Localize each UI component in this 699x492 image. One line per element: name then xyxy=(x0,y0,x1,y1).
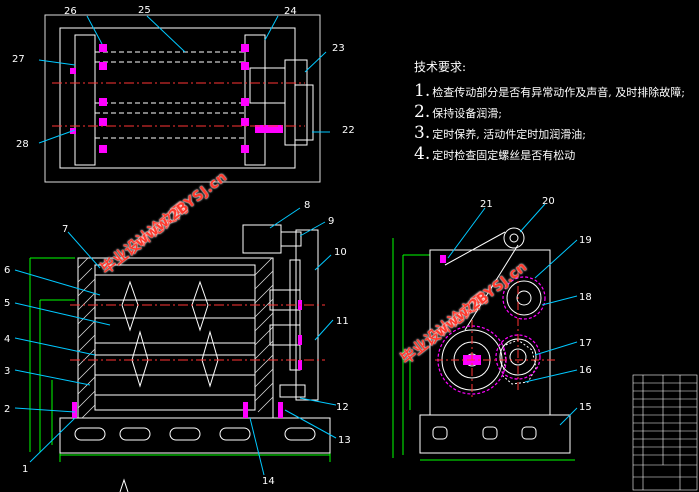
requirement-item: 4.定时检查固定螺丝是否有松动 xyxy=(414,144,685,165)
part-label-22: 22 xyxy=(342,125,355,136)
requirement-item: 1.检查传动部分是否有异常动作及声音, 及时排除故障; xyxy=(414,81,685,102)
part-label-26: 26 xyxy=(64,6,77,17)
part-label-11: 11 xyxy=(336,316,349,327)
part-label-14: 14 xyxy=(262,476,275,487)
part-label-15: 15 xyxy=(579,402,592,413)
requirement-text: 保持设备润滑; xyxy=(432,107,502,120)
part-label-28: 28 xyxy=(16,139,29,150)
part-label-6: 6 xyxy=(4,265,10,276)
part-label-27: 27 xyxy=(12,54,25,65)
part-label-12: 12 xyxy=(336,402,349,413)
part-label-21: 21 xyxy=(480,199,493,210)
requirement-text: 定时保养, 活动件定时加润滑油; xyxy=(432,128,586,141)
part-label-1: 1 xyxy=(22,464,28,475)
front-view-dimensions xyxy=(29,257,331,462)
part-label-18: 18 xyxy=(579,292,592,303)
requirement-number: 4. xyxy=(414,144,431,164)
part-label-13: 13 xyxy=(338,435,351,446)
side-view-dimensions xyxy=(392,238,575,461)
top-view-parts xyxy=(70,44,283,153)
part-label-25: 25 xyxy=(138,5,151,16)
side-view-centerlines xyxy=(435,270,555,400)
requirement-text: 定时检查固定螺丝是否有松动 xyxy=(432,149,576,162)
part-label-24: 24 xyxy=(284,6,297,17)
requirement-number: 3. xyxy=(414,123,431,143)
part-label-5: 5 xyxy=(4,298,10,309)
part-label-4: 4 xyxy=(4,334,10,345)
front-view-hatching xyxy=(77,257,274,419)
part-label-16: 16 xyxy=(579,365,592,376)
requirement-number: 1. xyxy=(414,81,431,101)
part-label-17: 17 xyxy=(579,338,592,349)
part-label-23: 23 xyxy=(332,43,345,54)
part-label-3: 3 xyxy=(4,366,10,377)
title-block xyxy=(632,374,698,491)
top-view xyxy=(44,14,321,183)
requirement-number: 2. xyxy=(414,102,431,122)
leader-lines xyxy=(14,15,578,476)
requirement-item: 2.保持设备润滑; xyxy=(414,102,685,123)
part-label-8: 8 xyxy=(304,200,310,211)
part-label-20: 20 xyxy=(542,196,555,207)
front-view-centerlines xyxy=(70,304,325,361)
part-label-19: 19 xyxy=(579,235,592,246)
part-label-10: 10 xyxy=(334,247,347,258)
requirement-text: 检查传动部分是否有异常动作及声音, 及时排除故障; xyxy=(432,86,685,99)
requirement-item: 3.定时保养, 活动件定时加润滑油; xyxy=(414,123,685,144)
top-view-centerlines xyxy=(52,82,305,127)
part-labels: 26 25 24 23 27 28 22 7 8 9 10 11 12 13 1… xyxy=(4,5,592,487)
section-arrow xyxy=(119,478,129,492)
part-label-7: 7 xyxy=(62,224,68,235)
technical-requirements-title: 技术要求: xyxy=(414,60,467,74)
technical-requirements: 技术要求: 1.检查传动部分是否有异常动作及声音, 及时排除故障; 2.保持设备… xyxy=(414,58,685,165)
part-label-9: 9 xyxy=(328,216,334,227)
part-label-2: 2 xyxy=(4,404,10,415)
